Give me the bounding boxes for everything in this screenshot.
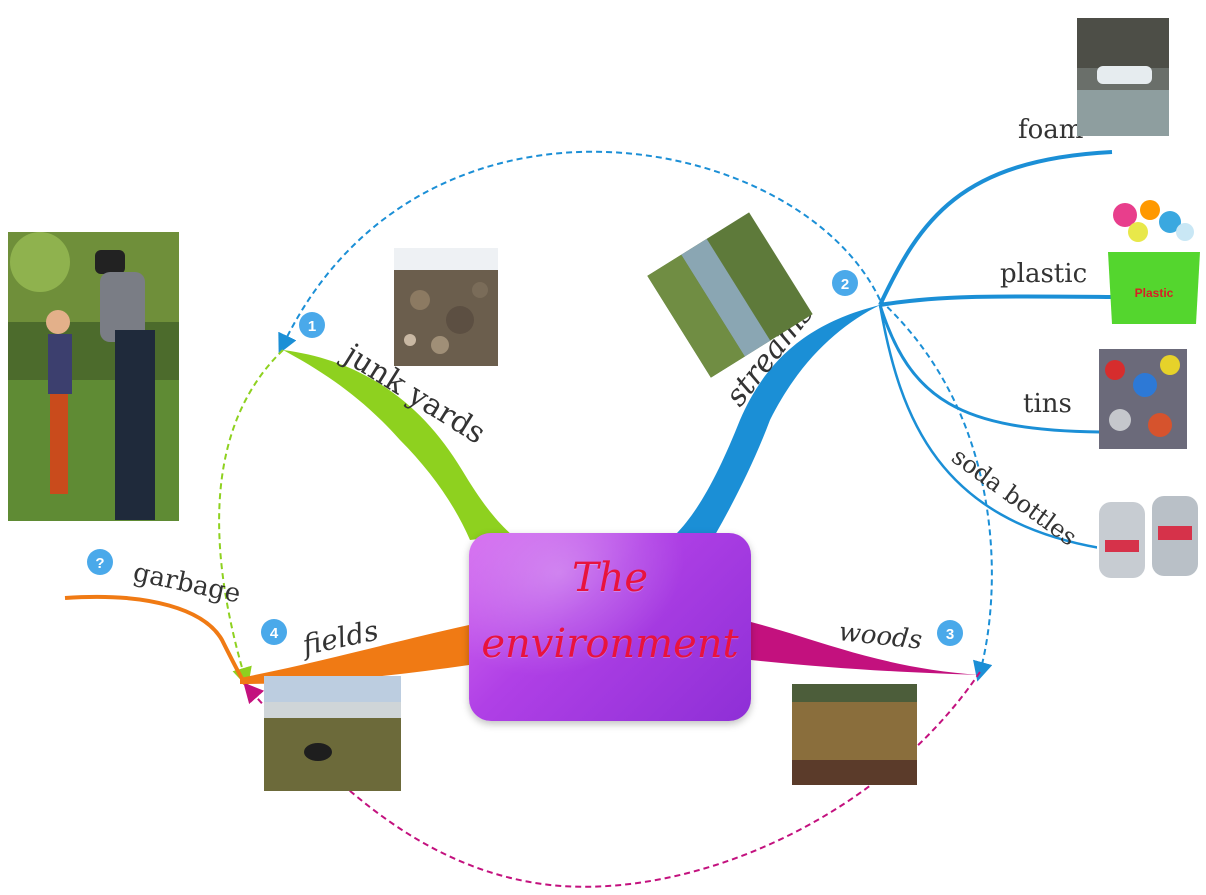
svg-text:Plastic: Plastic [1135,286,1174,300]
branch-woods[interactable] [751,622,980,675]
badge-help[interactable]: ? [87,549,113,575]
svg-text:4: 4 [270,625,279,642]
badge-1[interactable]: 1 [299,312,325,338]
svg-text:3: 3 [946,626,954,643]
relation-arrow-2-to-1 [278,150,881,355]
central-topic-box[interactable]: The environment [469,533,751,721]
photo-stream [647,212,813,378]
branch-streams[interactable] [675,305,880,535]
svg-text:?: ? [95,555,104,572]
svg-text:1: 1 [308,318,316,335]
relation-arrow-2-to-3 [879,299,993,682]
photo-soda-cans [1097,494,1198,580]
relation-arrow-1-to-4 [218,349,284,688]
branch-fields[interactable] [240,625,469,684]
badge-3[interactable]: 3 [937,620,963,646]
label-soda-bottles: soda bottles [946,442,1082,551]
label-tins: tins [1023,389,1072,419]
photo-foam [1077,18,1169,136]
label-plastic: plastic [1000,259,1087,289]
branch-garbage[interactable] [64,594,247,686]
photo-parent-child [8,232,179,521]
photo-woods [792,684,917,785]
photo-tins [1099,349,1187,449]
branch-junk-yards[interactable] [283,350,512,540]
label-foam: foam [1018,115,1083,145]
central-topic-line2: environment [481,621,739,667]
label-woods: woods [837,617,923,656]
sub-branch-tins[interactable] [878,304,1101,434]
sub-branch-foam[interactable] [878,150,1113,306]
photo-fields [264,676,401,791]
sub-branch-soda-bottles[interactable] [878,304,1101,550]
svg-text:2: 2 [841,276,849,293]
central-topic-line1: The [571,555,649,601]
badge-2[interactable]: 2 [832,270,858,296]
photo-plastic-bin: Plastic [1108,200,1200,324]
photo-junk-yard [394,248,498,366]
sub-branch-plastic[interactable] [879,294,1113,307]
badge-4[interactable]: 4 [261,619,287,645]
sub-branches-streams [878,150,1113,550]
